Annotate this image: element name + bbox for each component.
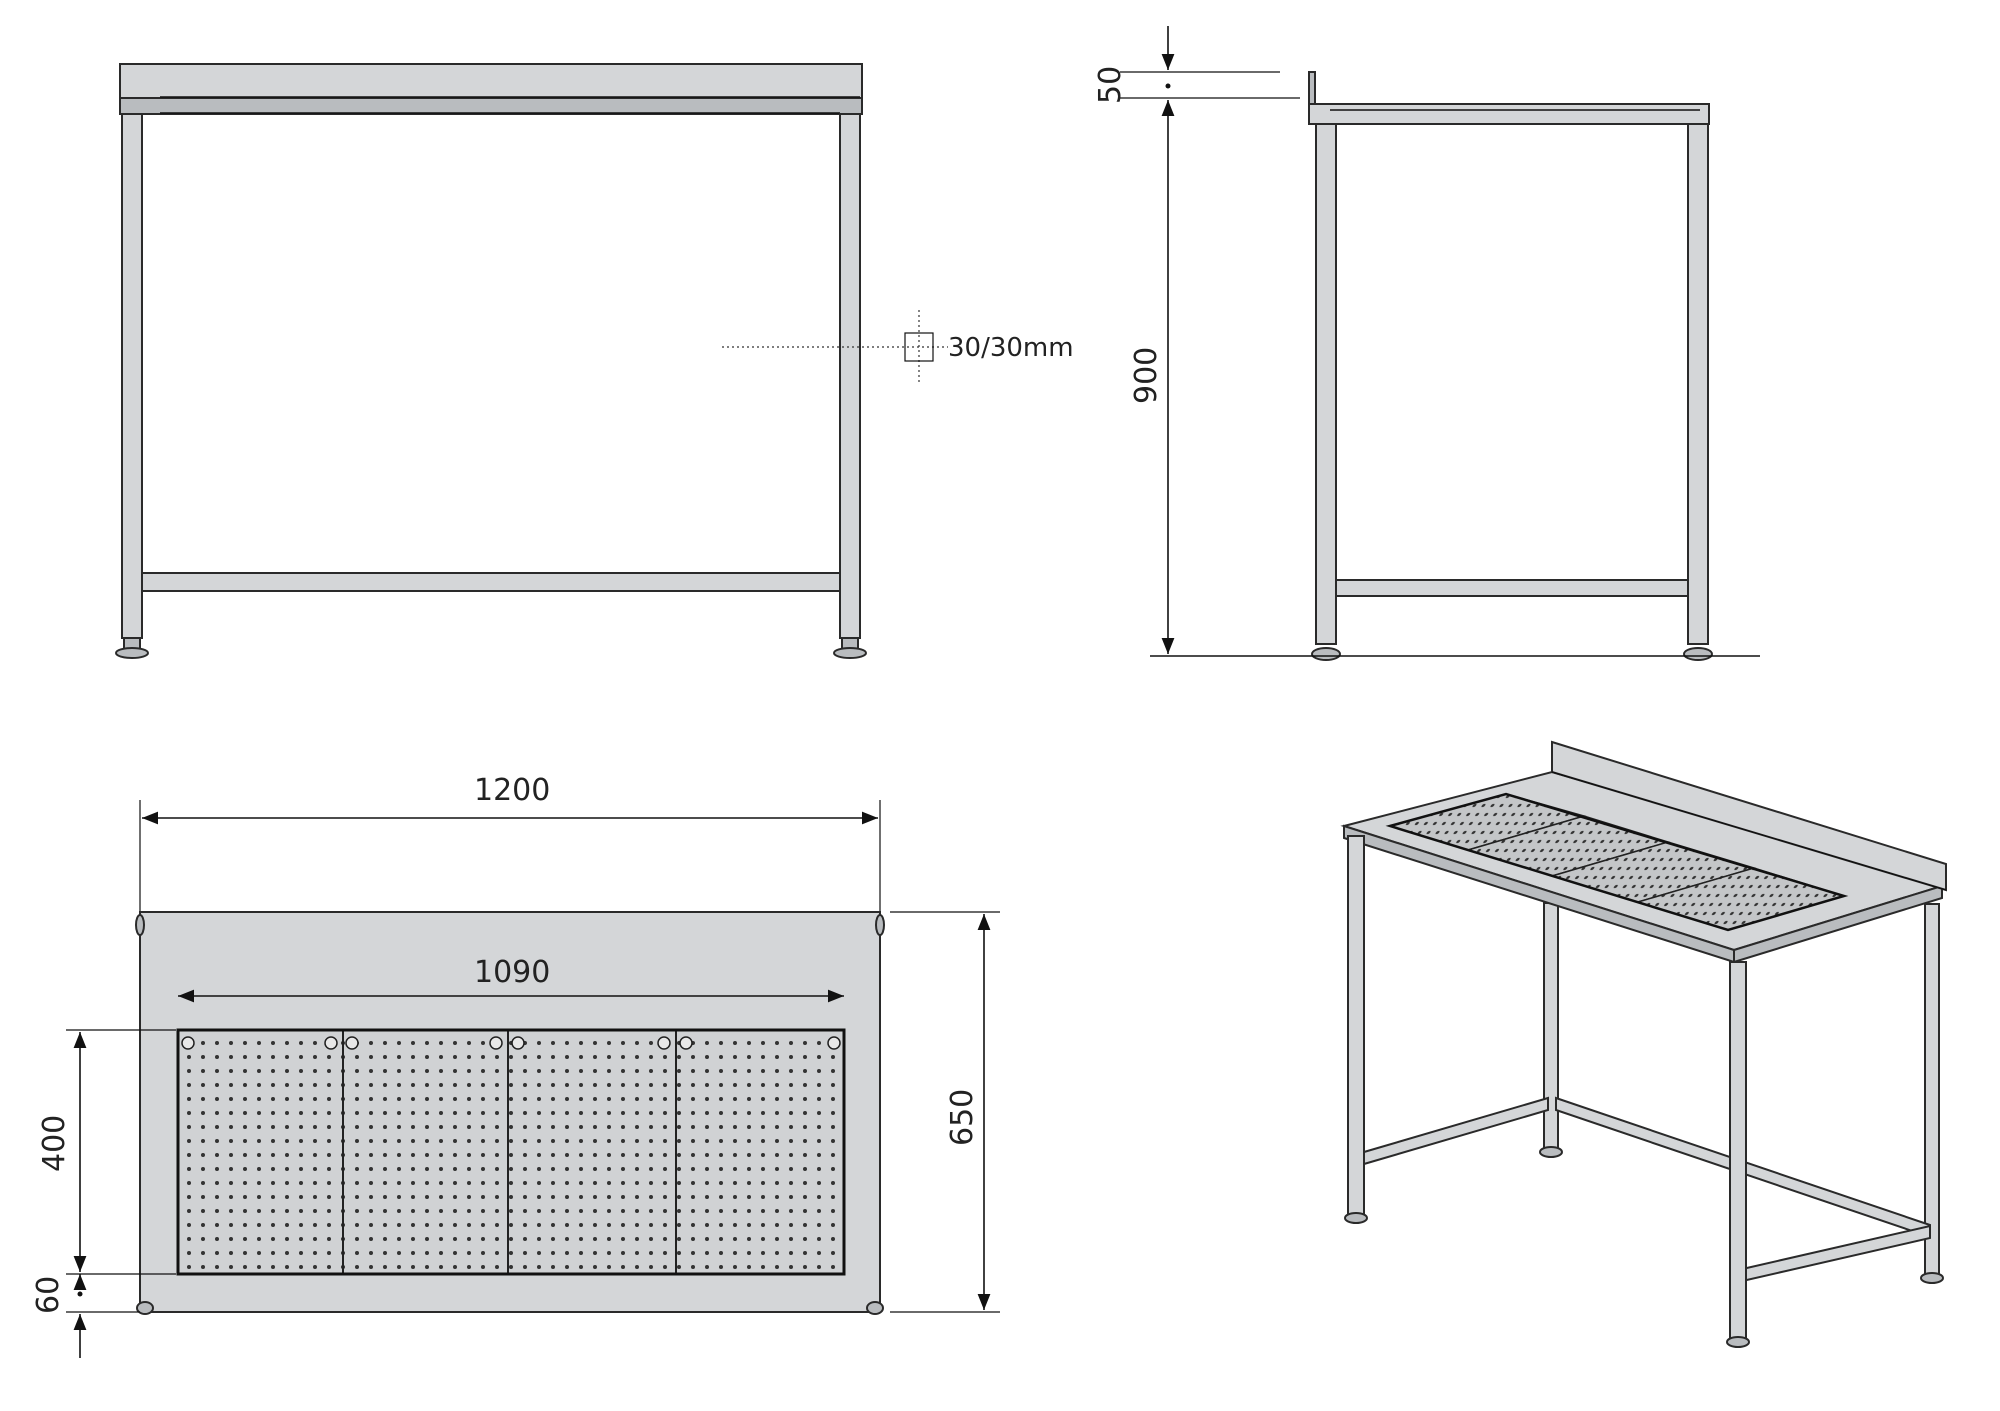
grid-panel bbox=[342, 1029, 509, 1275]
iso-foot bbox=[1726, 1336, 1750, 1348]
dim-front-offset-label: 60 bbox=[31, 1276, 66, 1314]
top-view: 1200 1090 400 bbox=[31, 773, 1000, 1358]
grid-handle-hole bbox=[489, 1036, 503, 1050]
iso-foot bbox=[1920, 1272, 1944, 1284]
dim-total-width-label: 1200 bbox=[474, 773, 550, 808]
front-left-foot-pad bbox=[115, 647, 149, 659]
front-left-leg bbox=[121, 113, 143, 639]
side-backsplash bbox=[1308, 71, 1316, 109]
grid-handle-hole bbox=[181, 1036, 195, 1050]
profile-callout-label: 30/30mm bbox=[948, 333, 1074, 363]
dim-height-label: 900 bbox=[1129, 347, 1164, 404]
grid-handle-hole bbox=[324, 1036, 338, 1050]
grid-panel bbox=[507, 1029, 677, 1275]
grid-handle-hole bbox=[679, 1036, 693, 1050]
front-right-leg bbox=[839, 113, 861, 639]
side-back-foot bbox=[1683, 647, 1713, 661]
front-view: 30/30mm bbox=[115, 63, 1074, 659]
dim-depth-label: 650 bbox=[945, 1089, 980, 1146]
side-worktop bbox=[1308, 103, 1710, 125]
side-back-leg bbox=[1687, 123, 1709, 645]
iso-foot bbox=[1539, 1146, 1563, 1158]
iso-left-crossbar bbox=[1363, 1096, 1549, 1166]
front-worktop-lower-edge bbox=[119, 97, 863, 115]
grid-handle-hole bbox=[345, 1036, 359, 1050]
front-right-foot-pad bbox=[833, 647, 867, 659]
iso-front-right-leg bbox=[1729, 961, 1747, 1339]
side-front-foot bbox=[1311, 647, 1341, 661]
grid-panel bbox=[177, 1029, 344, 1275]
iso-front-left-leg bbox=[1347, 835, 1365, 1215]
grid-panel bbox=[675, 1029, 845, 1275]
dim-grid-depth-label: 400 bbox=[37, 1115, 72, 1172]
grid-handle-hole bbox=[511, 1036, 525, 1050]
dim-grid-width-label: 1090 bbox=[474, 955, 550, 990]
perforated-grid bbox=[176, 1028, 846, 1276]
profile-section-square bbox=[904, 332, 934, 362]
iso-front-crossbar bbox=[1737, 1224, 1931, 1284]
dim-backsplash-label: 50 bbox=[1093, 66, 1128, 104]
front-crossbar bbox=[141, 572, 841, 592]
iso-worktop-side-edge bbox=[1733, 884, 1943, 964]
grid-handle-hole bbox=[827, 1036, 841, 1050]
iso-foot bbox=[1344, 1212, 1368, 1224]
grid-handle-hole bbox=[657, 1036, 671, 1050]
front-worktop bbox=[119, 63, 863, 99]
isometric-view bbox=[1340, 740, 1947, 1348]
side-crossbar bbox=[1335, 579, 1689, 597]
iso-back-right-leg bbox=[1924, 903, 1940, 1275]
side-view: 50 900 bbox=[1093, 26, 1760, 661]
side-front-leg bbox=[1315, 123, 1337, 645]
